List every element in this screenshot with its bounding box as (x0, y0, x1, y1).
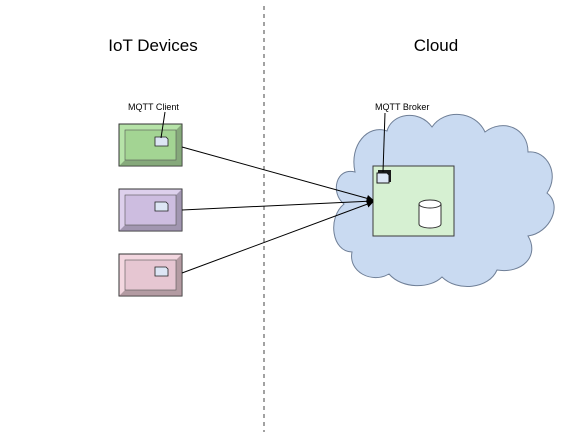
iot-devices-title: IoT Devices (108, 36, 197, 55)
connection-arrow-2 (181, 197, 374, 211)
iot-device-box-3 (118, 253, 183, 297)
cloud-title: Cloud (414, 36, 458, 55)
iot-device-box-2 (118, 188, 183, 232)
device-icon (154, 266, 169, 277)
device-icon (154, 136, 169, 147)
mqtt-broker-label-leader (382, 112, 386, 173)
database-icon (418, 199, 442, 229)
connection-arrow-3 (181, 200, 374, 274)
broker-icon (376, 170, 391, 184)
mqtt-broker-label: MQTT Broker (375, 102, 429, 112)
mqtt-client-label-leader (160, 111, 166, 139)
device-icon (154, 201, 169, 212)
iot-device-box-1 (118, 123, 183, 167)
connection-arrow-1 (181, 146, 374, 202)
mqtt-client-label: MQTT Client (128, 102, 179, 112)
